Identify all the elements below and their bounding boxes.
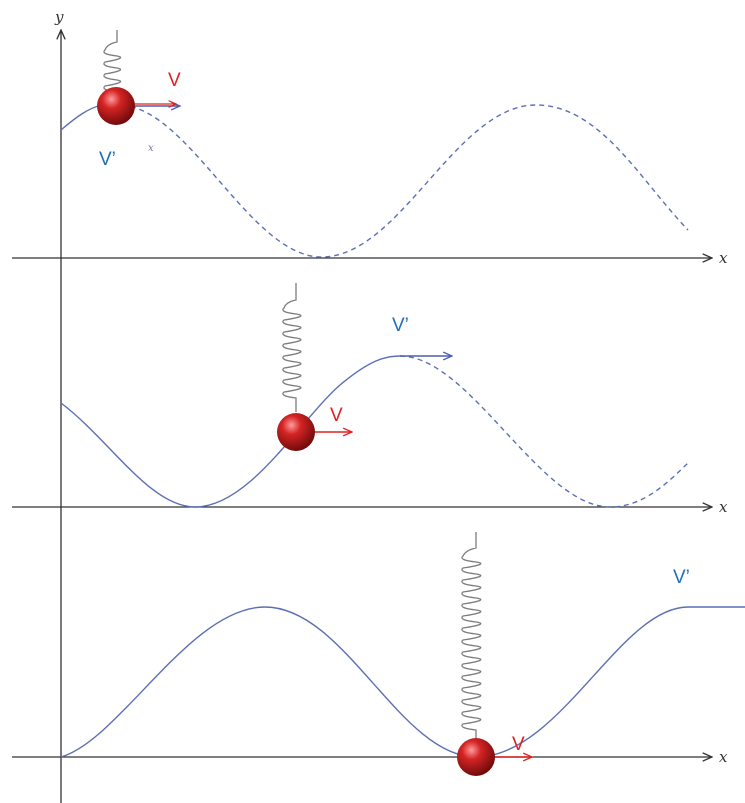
ball-panel-3 (457, 738, 495, 776)
small-x-label: x (148, 143, 154, 154)
x-axis-label-panel-1: x (719, 249, 728, 267)
wave-panel-2-dashed (399, 355, 689, 508)
ball-panel-1 (97, 87, 135, 125)
spring-panel-2 (282, 283, 302, 412)
velocity-prime-label-panel-1: V’ (99, 149, 116, 170)
wave-panel-2-solid (60, 355, 401, 508)
x-axis-label-panel-3: x (719, 748, 728, 766)
spring-panel-1 (103, 30, 122, 93)
velocity-prime-label-panel-2: V’ (392, 315, 409, 336)
velocity-label-panel-1: V (168, 70, 181, 91)
x-axis-label-panel-2: x (719, 498, 728, 516)
velocity-prime-label-panel-3: V’ (673, 567, 690, 588)
velocity-label-panel-3: V (512, 734, 525, 755)
wave-panel-3-solid (60, 606, 745, 758)
y-axis-label: y (54, 8, 64, 26)
spring-panel-3 (461, 532, 482, 740)
wave-panel-1-dashed (121, 104, 689, 258)
velocity-label-panel-2: V (330, 405, 343, 426)
ball-panel-2 (277, 413, 315, 451)
